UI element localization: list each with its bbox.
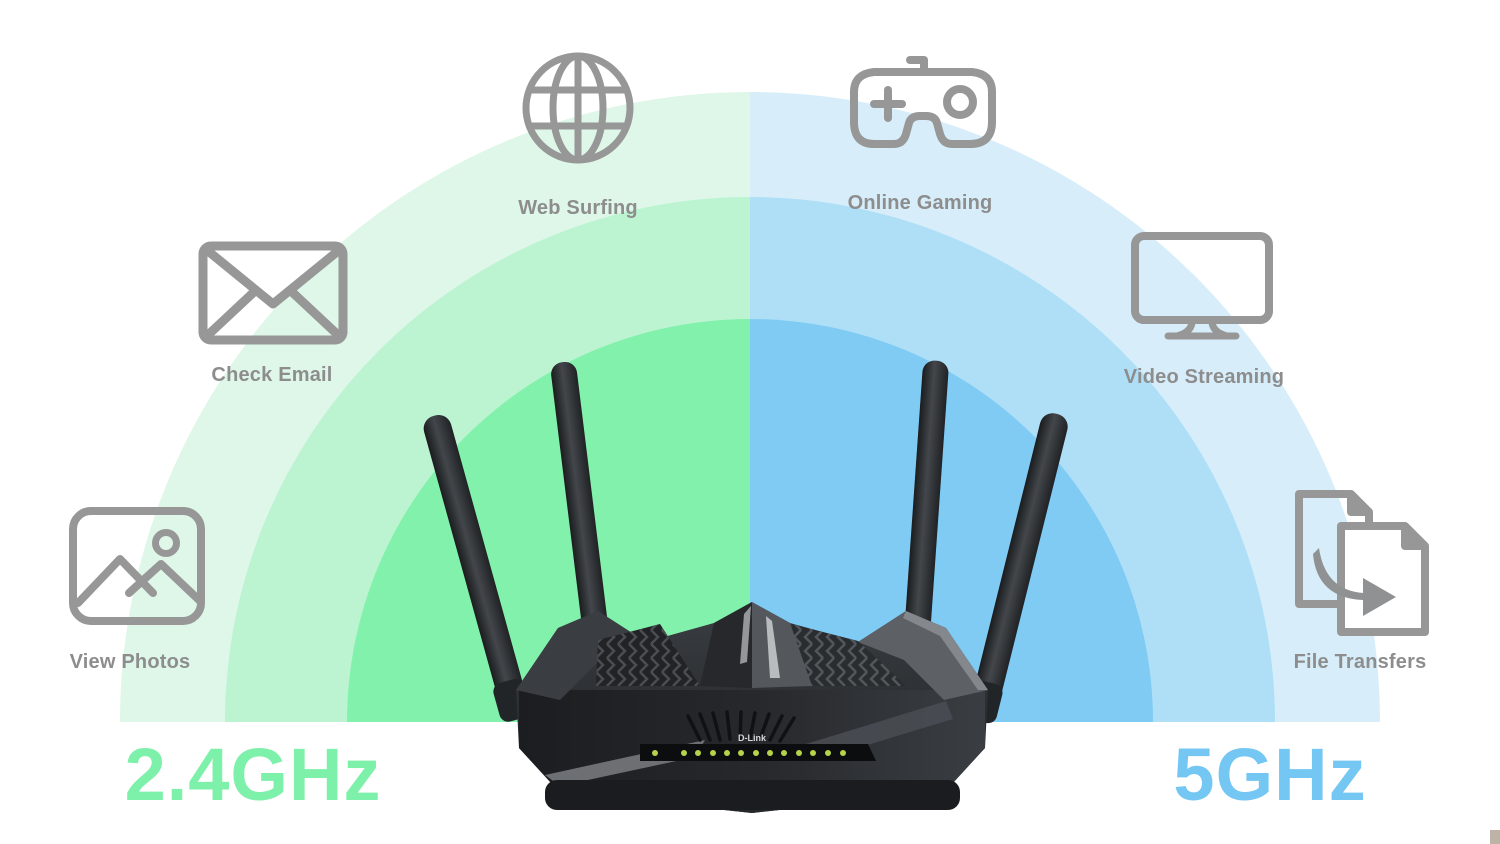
- router: D-Link: [423, 360, 1068, 813]
- peak-highlight-right: [766, 616, 780, 678]
- brand-logo: D-Link: [738, 733, 767, 743]
- check-email-label: Check Email: [211, 364, 333, 386]
- peak-left-facet: [700, 602, 752, 688]
- band-5ghz-label: 5GHz: [1173, 733, 1367, 816]
- status-leds: [652, 750, 846, 756]
- globe-icon: [522, 52, 634, 164]
- game-controller-icon: [850, 56, 996, 148]
- transfer-arrow: [1313, 548, 1396, 616]
- router-body: [516, 602, 988, 813]
- band-right-inner: [750, 319, 1153, 722]
- file-transfer-icon: [1295, 490, 1429, 636]
- antenna-inner-right: [903, 360, 949, 656]
- band-2-4ghz-label: 2.4GHz: [124, 733, 382, 816]
- antenna-inner-left: [551, 361, 611, 656]
- file-transfers-label: File Transfers: [1293, 651, 1427, 673]
- web-surfing-label: Web Surfing: [518, 197, 638, 219]
- envelope-icon: [198, 241, 348, 345]
- view-photos-label: View Photos: [69, 651, 191, 673]
- right-wing-highlight: [903, 611, 988, 690]
- video-streaming-label: Video Streaming: [1123, 366, 1285, 388]
- antenna-outer-left: [423, 414, 531, 722]
- peak-highlight-left: [740, 606, 751, 664]
- right-wing-facet: [858, 611, 988, 700]
- left-wing-facet: [516, 611, 646, 700]
- center-vent: [686, 710, 796, 743]
- band-left-inner: [347, 319, 750, 722]
- monitor-icon: [1131, 232, 1273, 340]
- online-gaming-label: Online Gaming: [847, 192, 993, 214]
- corner-square: [1490, 830, 1500, 844]
- photo-icon: [69, 507, 205, 625]
- router-base: [545, 780, 960, 810]
